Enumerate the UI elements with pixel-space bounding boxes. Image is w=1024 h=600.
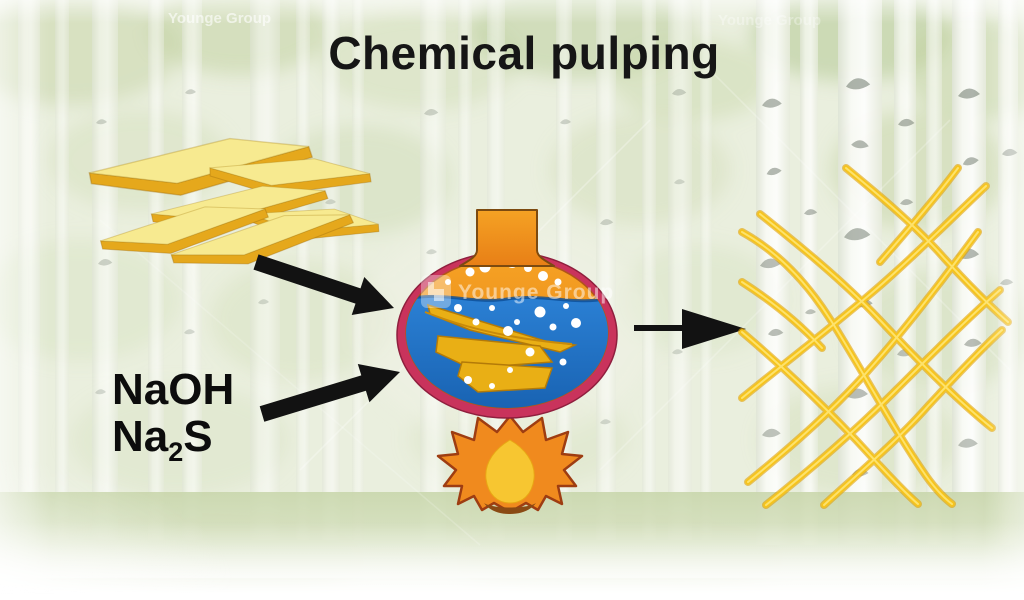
reaction-flask [396, 209, 618, 419]
naoh-label: NaOH [112, 365, 235, 414]
wood-chips-pile [87, 133, 382, 277]
watermark-top-right: Younge Group [718, 12, 822, 29]
arrow-chips-to-flask-icon [253, 254, 394, 315]
arrow-chemicals-to-flask-icon [259, 364, 400, 422]
arrow-flask-to-fibers-icon [634, 309, 746, 349]
watermark-logo-icon [421, 275, 451, 308]
pulp-fibers [742, 168, 1008, 505]
watermark-center: Younge Group [458, 281, 615, 304]
flask-neck [459, 209, 555, 267]
page-title: Chemical pulping [328, 27, 720, 79]
burner-flame-icon [436, 414, 584, 514]
chemicals-label: NaOH Na2S [112, 365, 235, 467]
watermark-top-left: Younge Group [168, 10, 272, 27]
na2s-label: Na2S [112, 412, 213, 467]
